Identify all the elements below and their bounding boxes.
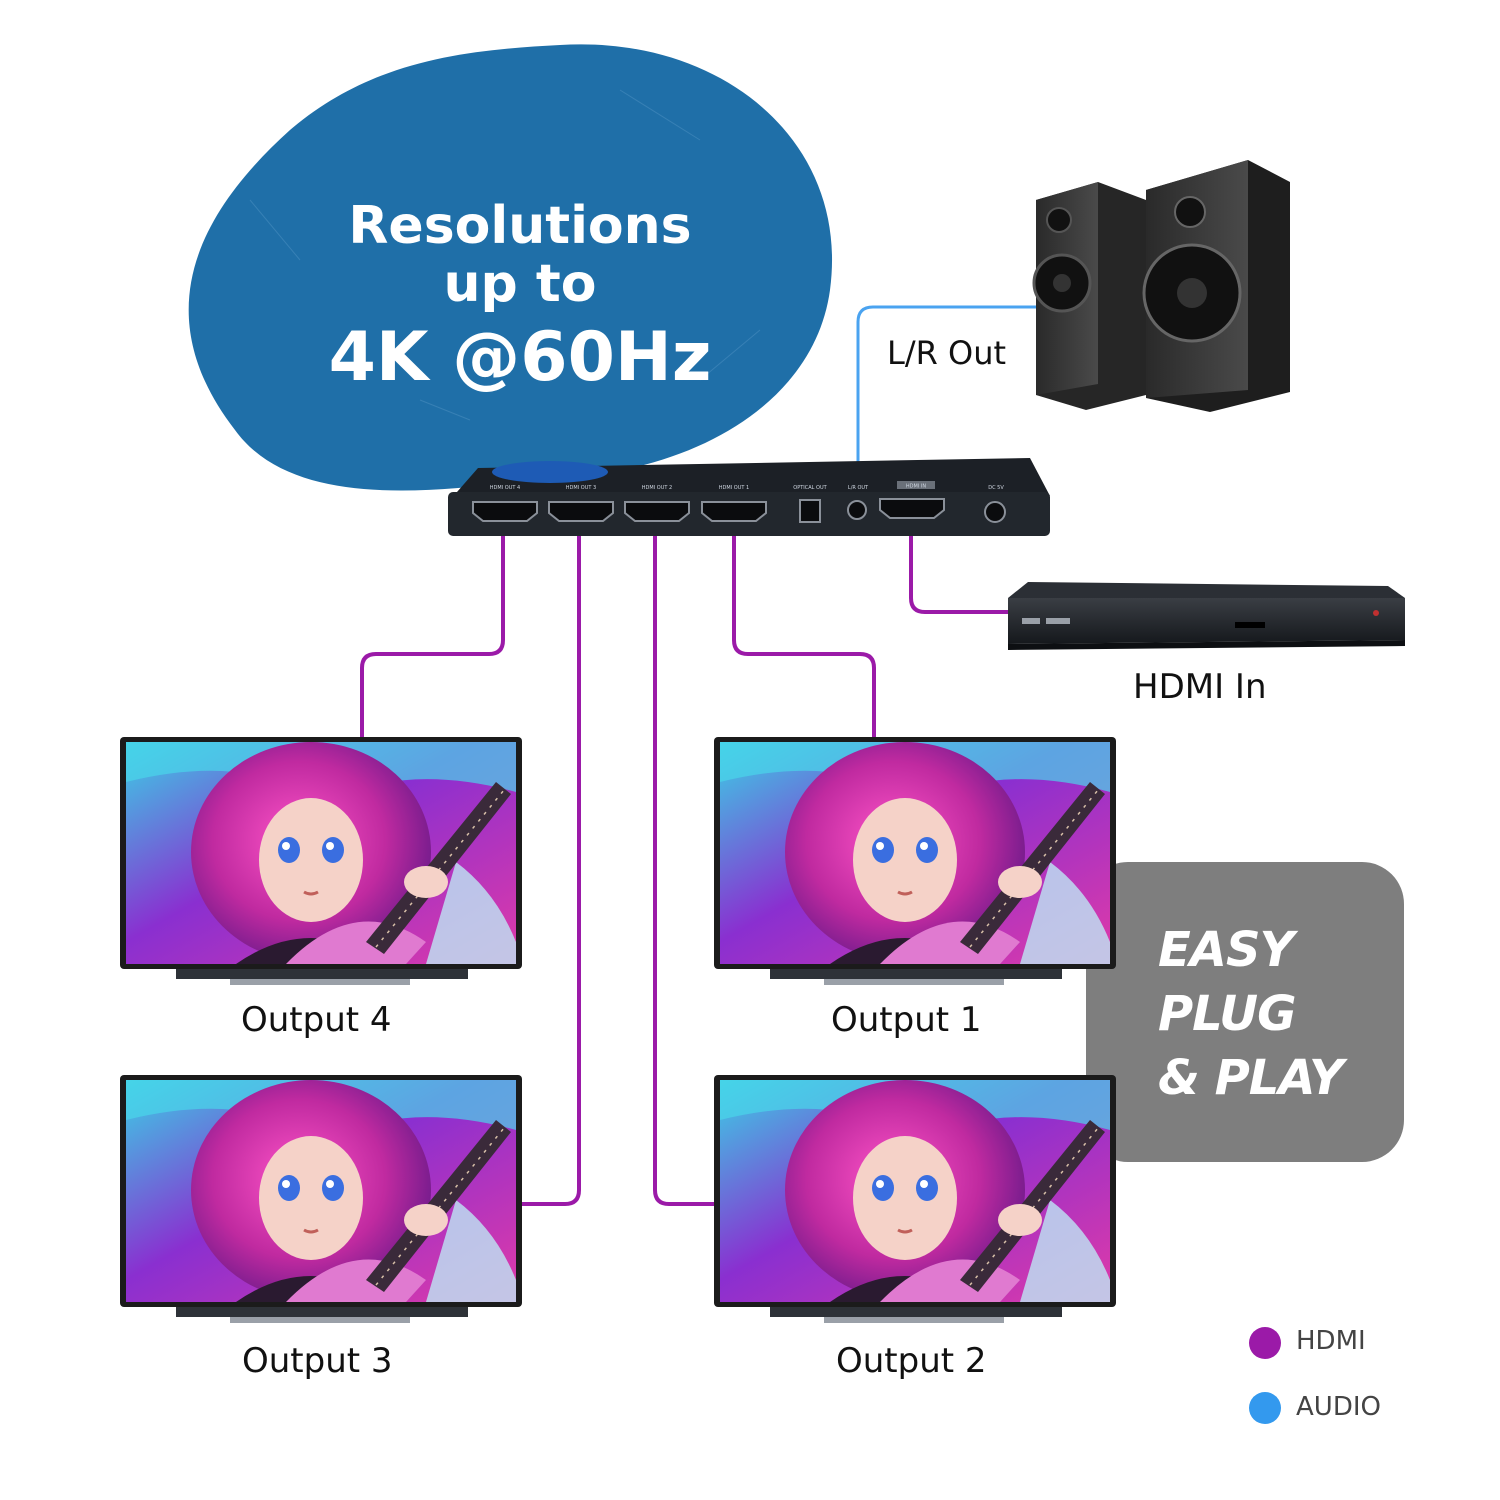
dvd-player-image <box>1008 582 1405 650</box>
hdmi-out-1-port: HDMI OUT 1 <box>701 485 767 522</box>
legend-audio-dot <box>1249 1392 1281 1424</box>
optical-out-port: OPTICAL OUT <box>793 485 828 523</box>
headline-line-3: 4K @60Hz <box>328 318 712 397</box>
plug-and-play-badge <box>1086 862 1404 1162</box>
legend-hdmi-dot <box>1249 1327 1281 1359</box>
badge-line-3: & PLAY <box>1158 1050 1344 1106</box>
dc-power-port: DC 5V <box>984 485 1006 523</box>
tv-output-2 <box>714 1075 1116 1323</box>
headline-line-1: Resolutions <box>348 196 692 256</box>
hdmi-splitter-device: HDMI OUT 4 HDMI OUT 3 HDMI OUT 2 HDMI OU… <box>448 458 1050 536</box>
port-label-hdmi-in: HDMI IN <box>906 484 926 490</box>
port-label-hdmi-out-4: HDMI OUT 4 <box>490 485 520 491</box>
audio-cable <box>856 305 1048 464</box>
tv-output-1 <box>714 737 1116 985</box>
output-1-label: Output 1 <box>831 1000 982 1040</box>
port-label-hdmi-out-2: HDMI OUT 2 <box>642 485 672 491</box>
hdmi-in-port: HDMI IN <box>879 481 945 519</box>
hdmi-in-label: HDMI In <box>1133 667 1267 707</box>
badge-line-1: EASY <box>1158 922 1294 978</box>
badge-line-2: PLUG <box>1158 986 1297 1042</box>
port-label-dc-5v: DC 5V <box>988 485 1004 491</box>
port-label-hdmi-out-1: HDMI OUT 1 <box>719 485 749 491</box>
port-label-optical-out: OPTICAL OUT <box>793 485 827 491</box>
output-4-label: Output 4 <box>241 1000 392 1040</box>
port-label-hdmi-out-3: HDMI OUT 3 <box>566 485 596 491</box>
headline-line-2: up to <box>443 254 597 314</box>
hdmi-out-2-port: HDMI OUT 2 <box>624 485 690 522</box>
output-3-label: Output 3 <box>242 1341 393 1381</box>
output-2-label: Output 2 <box>836 1341 987 1381</box>
speakers-image <box>1032 160 1290 412</box>
tv-output-4 <box>120 737 522 985</box>
lr-out-label: L/R Out <box>887 334 1007 372</box>
tv-output-3 <box>120 1075 522 1323</box>
hdmi-out-4-port: HDMI OUT 4 <box>472 485 538 522</box>
resolution-blob <box>188 44 833 491</box>
legend-hdmi-label: HDMI <box>1296 1326 1366 1356</box>
legend-audio-label: AUDIO <box>1296 1392 1381 1422</box>
hdmi-cables <box>360 530 1008 1206</box>
lr-out-port: L/R OUT <box>847 485 869 520</box>
hdmi-out-3-port: HDMI OUT 3 <box>548 485 614 522</box>
port-label-lr-out: L/R OUT <box>848 485 869 491</box>
